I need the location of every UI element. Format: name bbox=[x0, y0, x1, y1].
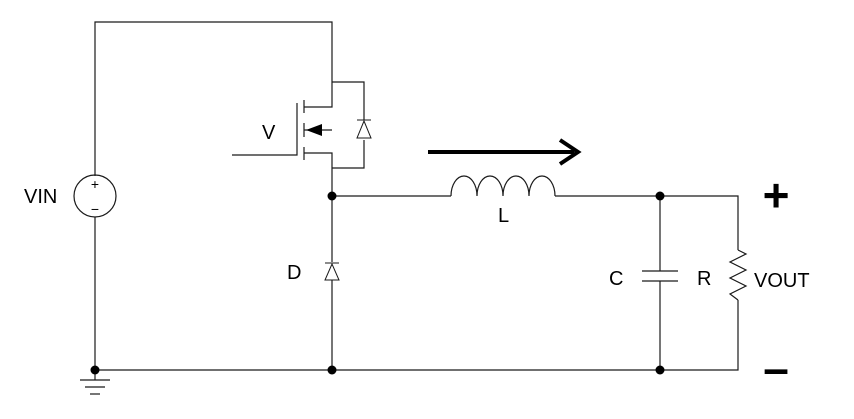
junction-ground bbox=[90, 365, 100, 375]
freewheel-diode bbox=[324, 196, 340, 370]
output-plus-sign: + bbox=[763, 169, 790, 221]
current-arrow-icon bbox=[428, 138, 582, 166]
output-capacitor bbox=[642, 196, 678, 370]
junction-output-top bbox=[655, 191, 665, 201]
source-minus-sign: − bbox=[91, 201, 99, 217]
vout-label: VOUT bbox=[754, 270, 810, 292]
output-minus-sign: – bbox=[763, 342, 789, 394]
vin-source: + − bbox=[73, 174, 117, 218]
capacitor-label: C bbox=[609, 268, 623, 290]
resistor-label: R bbox=[697, 268, 711, 290]
source-plus-sign: + bbox=[91, 176, 99, 192]
wire-bottom-bus bbox=[95, 300, 739, 371]
junction-diode-bottom bbox=[327, 365, 337, 375]
junction-cap-bottom bbox=[655, 365, 665, 375]
diode-label: D bbox=[287, 262, 301, 284]
inductor-coil bbox=[450, 175, 556, 197]
ground-icon bbox=[80, 370, 110, 395]
junction-switch-node bbox=[327, 191, 337, 201]
inductor-label: L bbox=[498, 205, 509, 227]
wire-output-top bbox=[555, 195, 739, 250]
vin-label: VIN bbox=[24, 186, 57, 208]
switch-label: V bbox=[262, 122, 276, 144]
wire-top bbox=[94, 21, 333, 176]
mosfet-switch bbox=[232, 81, 372, 196]
output-resistor bbox=[728, 249, 748, 301]
